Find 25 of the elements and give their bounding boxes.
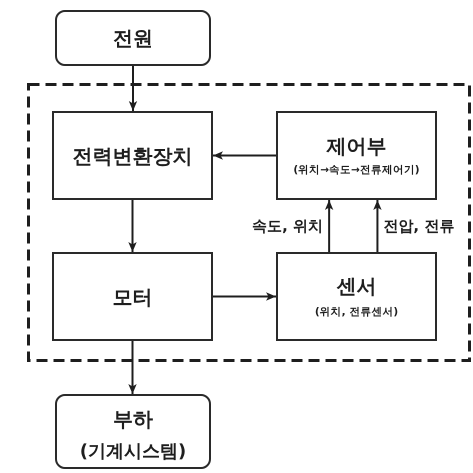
node-label: 전원 bbox=[113, 26, 153, 50]
process-box bbox=[276, 111, 437, 200]
node-sublabel: (위치→속도→전류제어기) bbox=[293, 164, 420, 177]
node-sublabel: (기계시스템) bbox=[80, 440, 186, 462]
edge-label: 전압, 전류 bbox=[383, 217, 454, 235]
node-sublabel: (위치, 전류센서) bbox=[314, 306, 398, 319]
dashed-group-boundary bbox=[27, 83, 471, 362]
arrow bbox=[213, 151, 276, 160]
process-box bbox=[276, 252, 437, 341]
node-label: 제어부 bbox=[326, 134, 386, 158]
node-label: 전력변환장치 bbox=[72, 144, 192, 168]
arrow bbox=[324, 200, 334, 252]
terminal-box bbox=[55, 394, 211, 469]
arrow bbox=[128, 341, 137, 394]
arrow bbox=[128, 200, 137, 252]
node-label: 센서 bbox=[336, 274, 376, 298]
node-label: 모터 bbox=[112, 284, 152, 308]
arrow bbox=[373, 200, 382, 252]
node-label: 부하 bbox=[113, 406, 153, 431]
terminal-box bbox=[55, 10, 211, 66]
process-box bbox=[52, 252, 213, 341]
process-box bbox=[52, 111, 213, 200]
arrow bbox=[128, 66, 138, 111]
arrow bbox=[213, 292, 276, 301]
edge-label: 속도, 위치 bbox=[252, 217, 324, 235]
